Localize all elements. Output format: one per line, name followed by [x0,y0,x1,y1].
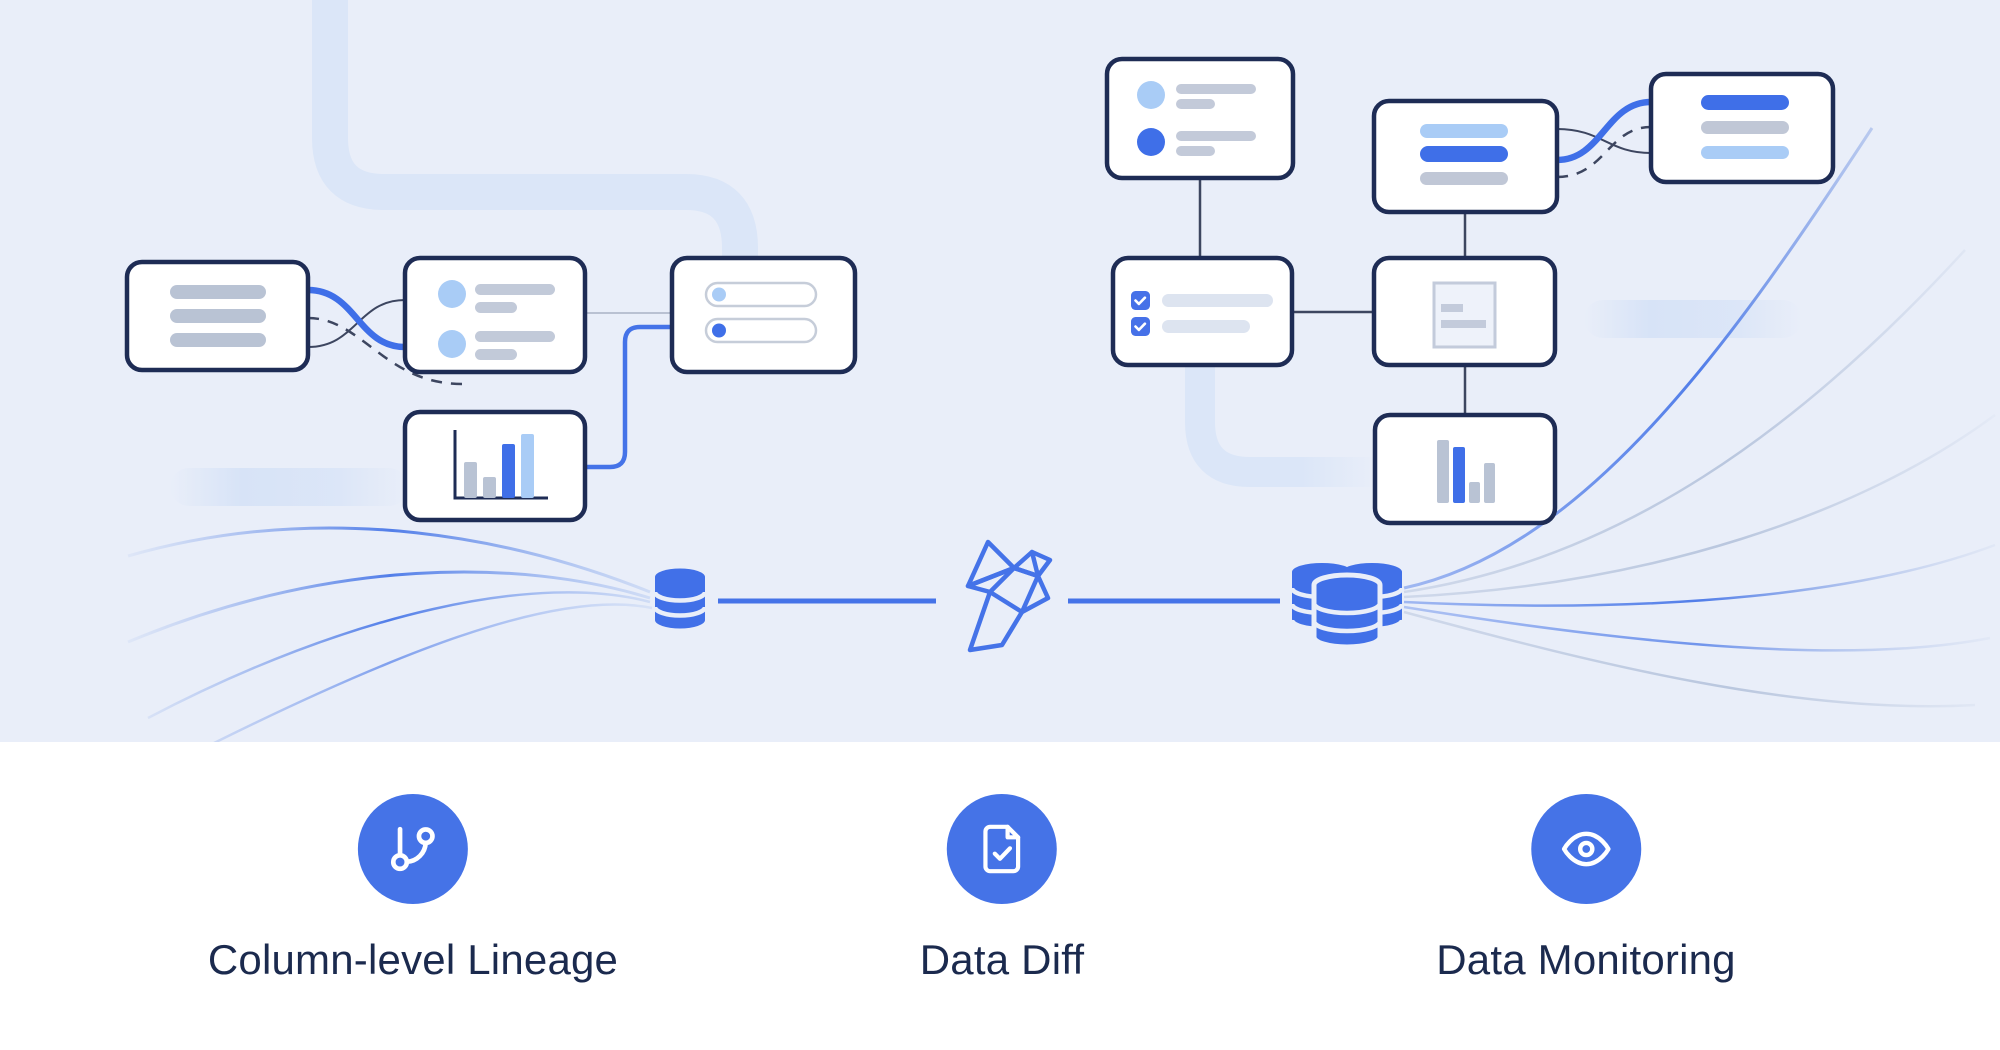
feature-data-monitoring: Data Monitoring [1436,794,1736,984]
bars-card-middle [1371,98,1560,215]
features-row: Column-level Lineage Data Diff Data Moni… [0,742,2000,1050]
database-cluster-icon [1289,563,1405,652]
git-branch-icon [391,826,435,872]
blue-curve-connector [1556,98,1652,164]
soft-bar-right [1584,300,1802,338]
checklist-card [1110,255,1295,368]
feature-label: Data Monitoring [1436,936,1736,983]
left-lineage-diagram [124,255,858,523]
feature-data-diff: Data Diff [920,794,1084,984]
bar-chart-card [1372,412,1558,526]
blue-elbow-connector [585,324,672,470]
hero-illustration [0,0,2000,742]
origami-bird-logo [965,539,1053,653]
feature-label: Data Diff [919,936,1085,983]
bar-chart-card [402,409,588,523]
database-icon [652,568,708,629]
feature-circle [947,794,1057,904]
right-lineage-diagram [1104,56,1836,526]
feature-circle [358,794,468,904]
avatar-list-card [1104,56,1296,181]
fan-curves-right [1403,127,1996,708]
document-card [1371,255,1558,368]
center-flow [652,539,1405,653]
thin-dark-curve-connector [1556,128,1652,154]
soft-pipe-right [1185,366,1376,487]
soft-bar-left [170,468,408,506]
toggle-list-card [669,255,858,375]
avatar-list-card [402,255,588,375]
hero-illustration-svg [124,0,1996,742]
eye-icon [1561,831,1611,867]
text-list-card [124,259,311,373]
dashed-curve-connector [307,316,463,386]
thin-dark-curve-connector [307,299,406,348]
feature-label: Column-level Lineage [207,936,619,983]
document-check-icon [983,824,1021,874]
feature-circle [1530,794,1641,904]
bars-card-right [1648,71,1836,185]
fan-curves-left [127,526,653,742]
feature-column-level-lineage: Column-level Lineage [208,794,618,984]
blue-curve-connector [307,286,406,351]
